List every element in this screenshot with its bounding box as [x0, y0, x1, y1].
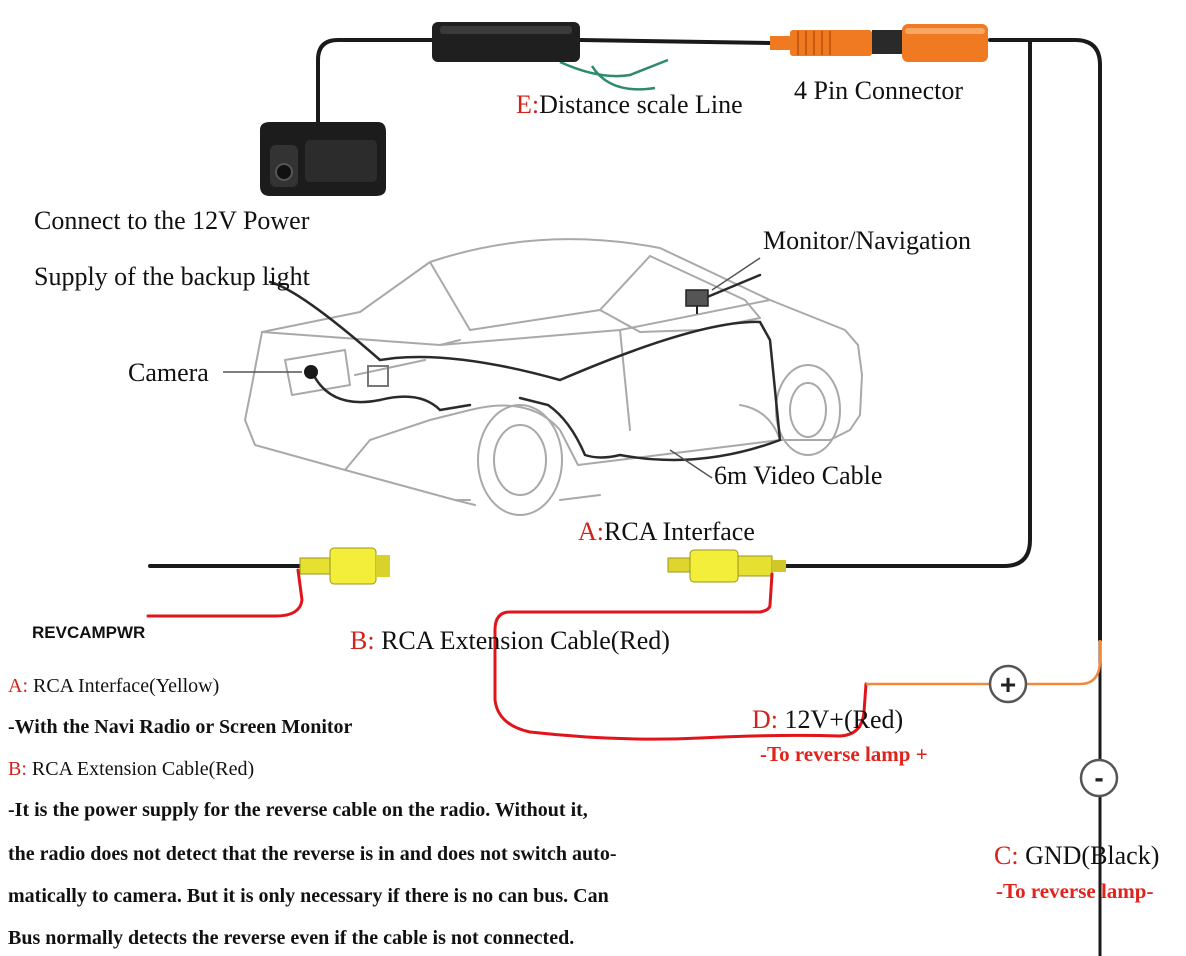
orange-wire: [866, 640, 1102, 686]
power-label-line1: Connect to the 12V Power: [34, 206, 310, 235]
ext-text: RCA Extension Cable(Red): [381, 626, 670, 655]
distance-scale-key: E:: [516, 90, 540, 119]
rca-text: RCA Interface: [604, 517, 755, 546]
legend-b-title: B: RCA Extension Cable(Red): [8, 759, 254, 779]
v12-text: 12V+(Red): [784, 705, 904, 734]
minus-circle: [1079, 758, 1119, 798]
gnd-key: C:: [994, 841, 1019, 870]
plus-symbol: +: [1000, 669, 1016, 700]
camera-dot: [304, 365, 318, 379]
ext-key: B:: [350, 626, 375, 655]
car-outline: [244, 238, 863, 516]
camera-label: Camera: [128, 358, 209, 387]
distance-scale-label: E:Distance scale Line: [516, 92, 743, 118]
v12-key: D:: [752, 705, 778, 734]
v12-label: D: 12V+(Red): [752, 707, 903, 733]
power-label-line2: Supply of the backup light: [34, 262, 310, 291]
black-wires: [148, 38, 1102, 956]
plus-circle: [988, 664, 1028, 704]
plate-camera-mount: [367, 365, 389, 387]
rca-interface-label: A:RCA Interface: [578, 519, 755, 545]
distance-scale-wires: [559, 58, 669, 91]
gnd-label: C: GND(Black): [994, 843, 1159, 869]
legend-a-text: RCA Interface(Yellow): [33, 675, 220, 697]
v12-note: -To reverse lamp +: [760, 742, 928, 766]
legend-a-title: A: RCA Interface(Yellow): [8, 676, 219, 696]
legend-b-key: B:: [8, 758, 27, 780]
legend-b-desc-line1: -It is the power supply for the reverse …: [8, 799, 588, 821]
rca-key: A:: [578, 517, 604, 546]
monitor-icon: [685, 289, 709, 314]
four-pin-label: 4 Pin Connector: [794, 76, 963, 105]
legend-b-desc-line4: Bus normally detects the reverse even if…: [8, 927, 575, 949]
leader-lines: [223, 257, 761, 479]
control-module: [432, 22, 580, 62]
video-cable-label: 6m Video Cable: [714, 461, 883, 490]
legend-b-desc-line3: matically to camera. But it is only nece…: [8, 885, 609, 907]
gnd-note: -To reverse lamp-: [996, 879, 1154, 903]
revcampwr-label: REVCAMPWR: [32, 623, 146, 642]
red-wires: [146, 568, 868, 741]
legend-a-key: A:: [8, 675, 28, 697]
car-internal-wires: [268, 273, 782, 462]
rca-connector-right: [667, 549, 786, 583]
legend-b-text: RCA Extension Cable(Red): [31, 758, 255, 780]
gnd-text: GND(Black): [1025, 841, 1160, 870]
monitor-label: Monitor/Navigation: [763, 226, 971, 255]
rca-connector-left: [299, 547, 390, 585]
minus-symbol: -: [1094, 762, 1103, 793]
four-pin-connector: [770, 24, 988, 62]
camera-handle: [260, 122, 386, 196]
distance-scale-text: Distance scale Line: [539, 90, 743, 119]
rca-extension-label: B: RCA Extension Cable(Red): [350, 628, 670, 654]
legend-a-desc: -With the Navi Radio or Screen Monitor: [8, 716, 353, 738]
legend-b-desc-line2: the radio does not detect that the rever…: [8, 843, 617, 865]
